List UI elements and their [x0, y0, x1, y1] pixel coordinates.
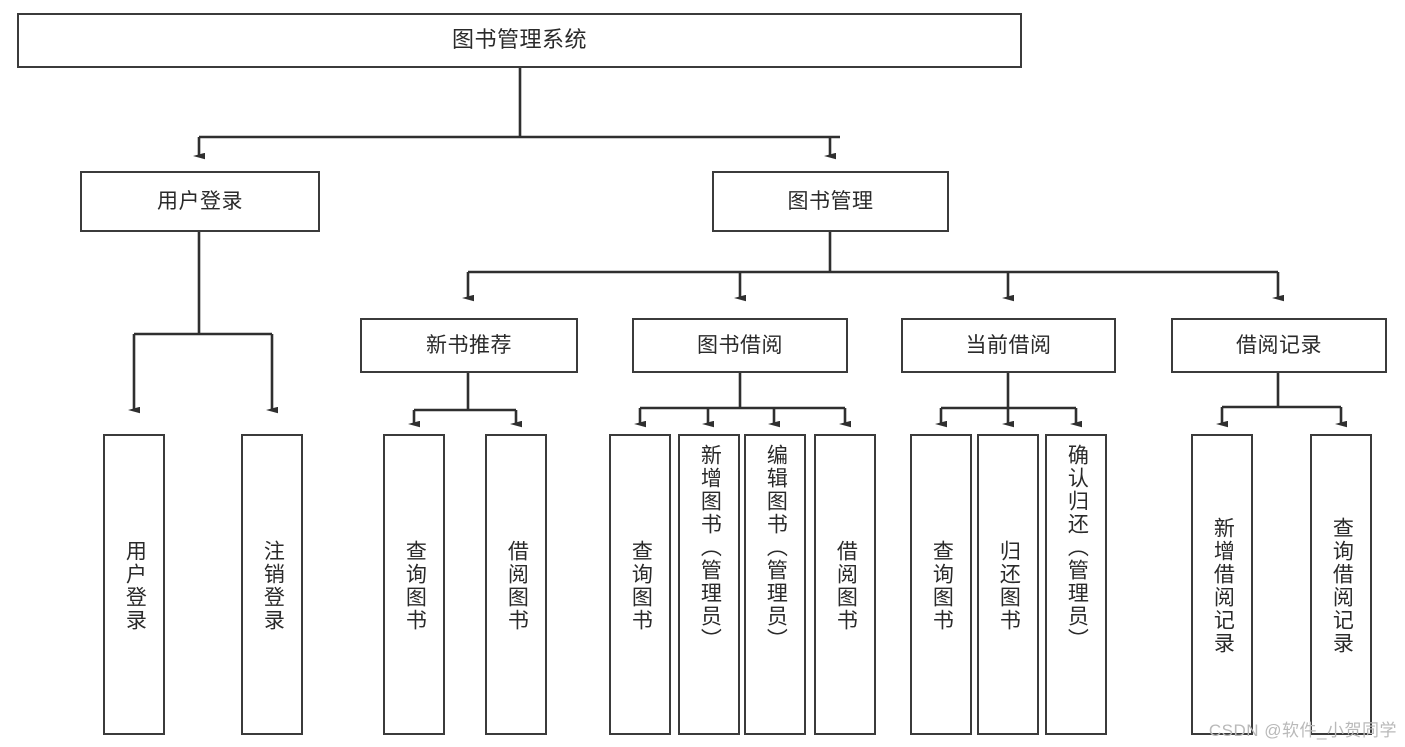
node-book-manage[interactable]: 图书管理 [712, 171, 949, 232]
leaf-bb-edit-book-label: 编辑图书（管理员） [764, 444, 788, 651]
node-book-manage-label: 图书管理 [787, 189, 874, 213]
node-book-borrow-label: 图书借阅 [697, 333, 783, 357]
node-borrow-record-label: 借阅记录 [1236, 333, 1322, 357]
leaf-bb-borrow-book[interactable]: 借阅图书 [814, 434, 876, 735]
leaf-cb-return-book[interactable]: 归还图书 [977, 434, 1039, 735]
leaf-br-query-record[interactable]: 查询借阅记录 [1310, 434, 1372, 735]
leaf-bb-borrow-book-label: 借阅图书 [834, 539, 858, 632]
node-user-login[interactable]: 用户登录 [80, 171, 320, 232]
leaf-bb-query-book-label: 查询图书 [629, 539, 653, 632]
leaf-bb-query-book[interactable]: 查询图书 [609, 434, 671, 735]
leaf-cb-query-book[interactable]: 查询图书 [910, 434, 972, 735]
leaf-nbr-borrow-book[interactable]: 借阅图书 [485, 434, 547, 735]
node-current-borrow[interactable]: 当前借阅 [901, 318, 1116, 373]
node-root[interactable]: 图书管理系统 [17, 13, 1022, 68]
leaf-bb-edit-book[interactable]: 编辑图书（管理员） [744, 434, 806, 735]
node-book-borrow[interactable]: 图书借阅 [632, 318, 848, 373]
node-root-label: 图书管理系统 [451, 27, 587, 53]
leaf-br-add-record-label: 新增借阅记录 [1211, 516, 1235, 655]
leaf-nbr-borrow-book-label: 借阅图书 [505, 539, 529, 632]
leaf-cb-confirm-return[interactable]: 确认归还（管理员） [1045, 434, 1107, 735]
node-current-borrow-label: 当前借阅 [965, 333, 1052, 357]
leaf-bb-add-book[interactable]: 新增图书（管理员） [678, 434, 740, 735]
leaf-user-login[interactable]: 用户登录 [103, 434, 165, 735]
leaf-user-login-label: 用户登录 [123, 539, 147, 632]
leaf-logout[interactable]: 注销登录 [241, 434, 303, 735]
node-new-book-recommend-label: 新书推荐 [426, 333, 512, 357]
leaf-br-add-record[interactable]: 新增借阅记录 [1191, 434, 1253, 735]
node-new-book-recommend[interactable]: 新书推荐 [360, 318, 578, 373]
node-user-login-label: 用户登录 [157, 189, 243, 213]
leaf-cb-query-book-label: 查询图书 [930, 539, 954, 632]
node-borrow-record[interactable]: 借阅记录 [1171, 318, 1387, 373]
leaf-nbr-query-book[interactable]: 查询图书 [383, 434, 445, 735]
leaf-nbr-query-book-label: 查询图书 [403, 539, 427, 632]
leaf-cb-return-book-label: 归还图书 [997, 539, 1021, 632]
leaf-cb-confirm-return-label: 确认归还（管理员） [1065, 444, 1089, 651]
csdn-watermark: CSDN @软件_小贺同学 [1208, 721, 1397, 740]
leaf-logout-label: 注销登录 [261, 539, 285, 632]
leaf-bb-add-book-label: 新增图书（管理员） [698, 444, 722, 651]
leaf-br-query-record-label: 查询借阅记录 [1330, 516, 1354, 655]
